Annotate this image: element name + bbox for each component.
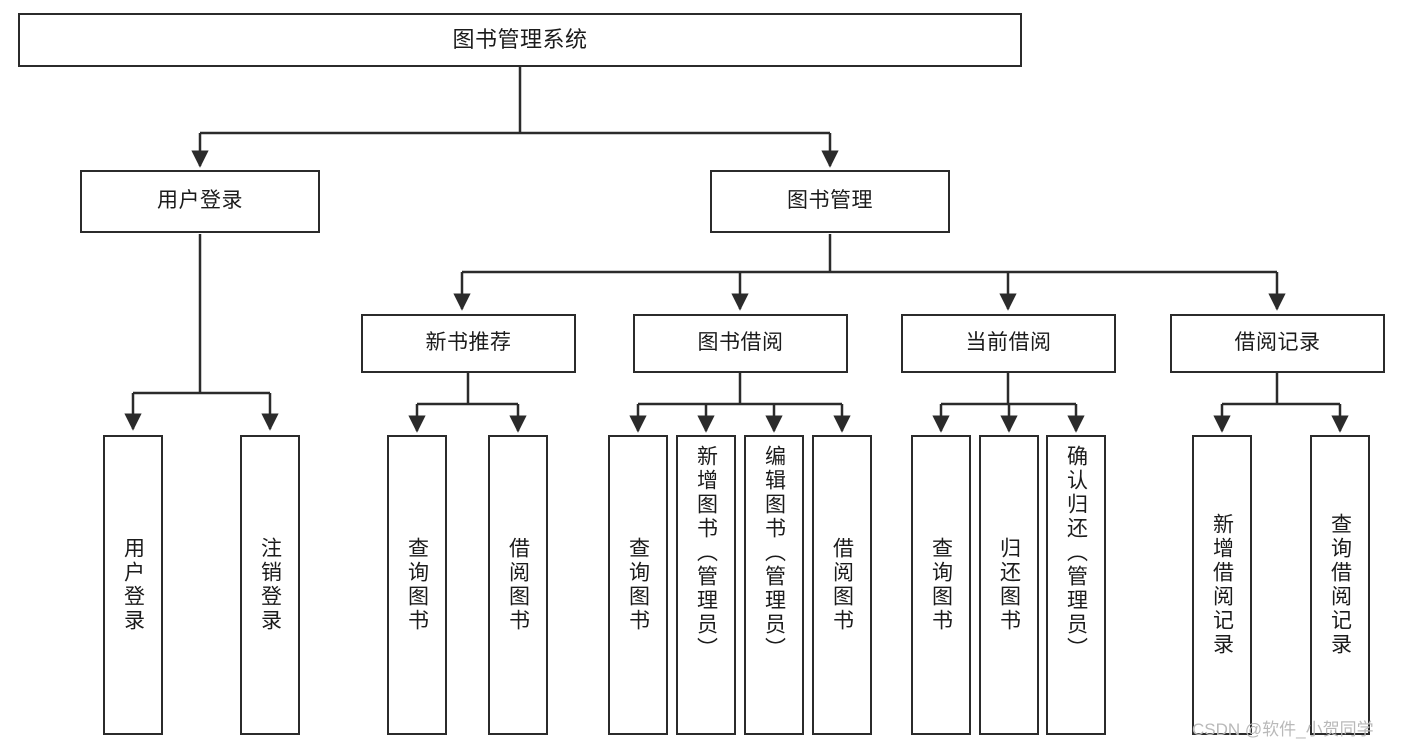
node-leaf-logout-login-label: 注销登录 [258,537,282,633]
node-leaf-edit-book-label: 编辑图书（管理员） [762,445,786,661]
node-leaf-query-book-3-label: 查询图书 [929,537,953,633]
node-leaf-user-login-label: 用户登录 [121,537,145,633]
node-leaf-add-borrow-record[interactable]: 新增借阅记录 [1192,435,1252,735]
node-user-login[interactable]: 用户登录 [80,170,320,233]
node-borrow-record[interactable]: 借阅记录 [1170,314,1385,373]
node-leaf-add-book[interactable]: 新增图书（管理员） [676,435,736,735]
node-leaf-return-book-label: 归还图书 [997,537,1021,633]
node-leaf-borrow-book-1[interactable]: 借阅图书 [488,435,548,735]
node-leaf-query-borrow-record-label: 查询借阅记录 [1328,513,1352,657]
node-leaf-edit-book[interactable]: 编辑图书（管理员） [744,435,804,735]
node-root-label: 图书管理系统 [452,27,588,53]
node-leaf-return-book[interactable]: 归还图书 [979,435,1039,735]
node-leaf-confirm-return-label: 确认归还（管理员） [1064,445,1088,661]
node-leaf-add-book-label: 新增图书（管理员） [694,445,718,661]
node-new-book-recommend[interactable]: 新书推荐 [361,314,576,373]
node-leaf-borrow-book-2-label: 借阅图书 [830,537,854,633]
node-leaf-borrow-book-2[interactable]: 借阅图书 [812,435,872,735]
node-leaf-borrow-book-1-label: 借阅图书 [506,537,530,633]
node-current-borrow[interactable]: 当前借阅 [901,314,1116,373]
node-leaf-add-borrow-record-label: 新增借阅记录 [1210,513,1234,657]
node-book-borrow[interactable]: 图书借阅 [633,314,848,373]
node-leaf-query-book-3[interactable]: 查询图书 [911,435,971,735]
node-borrow-record-label: 借阅记录 [1234,331,1321,355]
node-leaf-query-book-2-label: 查询图书 [626,537,650,633]
node-leaf-query-book-1[interactable]: 查询图书 [387,435,447,735]
node-user-login-label: 用户登录 [157,189,243,213]
node-leaf-logout-login[interactable]: 注销登录 [240,435,300,735]
node-book-management[interactable]: 图书管理 [710,170,950,233]
node-leaf-query-borrow-record[interactable]: 查询借阅记录 [1310,435,1370,735]
node-book-borrow-label: 图书借阅 [697,331,784,355]
node-leaf-query-book-2[interactable]: 查询图书 [608,435,668,735]
node-current-borrow-label: 当前借阅 [965,331,1052,355]
node-leaf-query-book-1-label: 查询图书 [405,537,429,633]
node-book-management-label: 图书管理 [787,189,873,213]
node-new-book-recommend-label: 新书推荐 [425,331,512,355]
node-root[interactable]: 图书管理系统 [18,13,1022,67]
node-leaf-user-login[interactable]: 用户登录 [103,435,163,735]
node-leaf-confirm-return[interactable]: 确认归还（管理员） [1046,435,1106,735]
